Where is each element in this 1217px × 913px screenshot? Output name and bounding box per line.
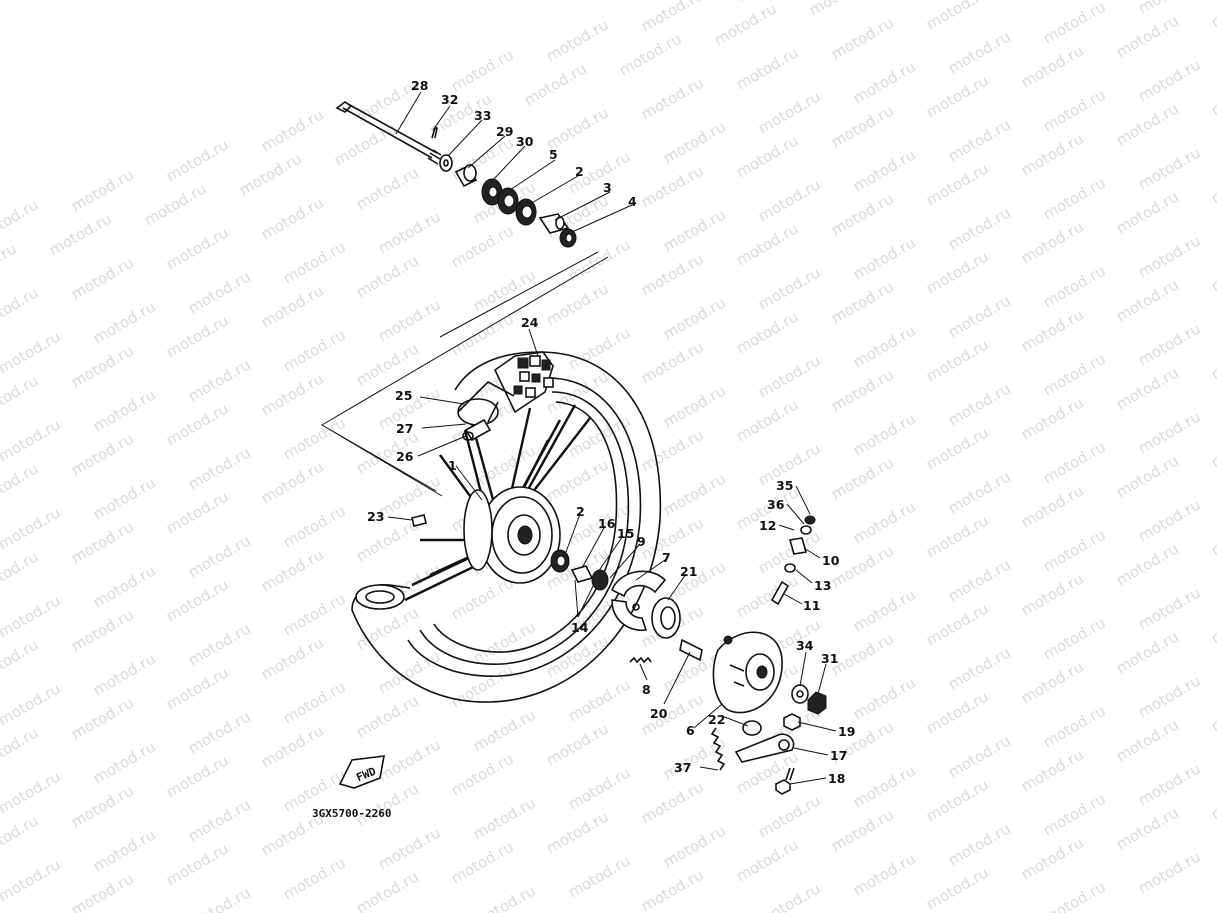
lever-bolt [775, 767, 795, 795]
part-label-18: 18 [828, 771, 845, 786]
part-label-10: 10 [822, 553, 840, 568]
brake-panel [712, 631, 783, 714]
part-label-19: 19 [838, 724, 855, 739]
part-label-11: 11 [803, 598, 820, 613]
panel-nut [807, 691, 827, 715]
rim-plate-cluster [513, 355, 554, 398]
part-label-8: 8 [642, 682, 651, 697]
part-label-7: 7 [662, 550, 671, 565]
panel-washer [791, 684, 809, 704]
cotter-pin [431, 127, 438, 139]
part-label-25: 25 [395, 388, 412, 403]
part-label-23: 23 [367, 509, 384, 524]
shoe-spring [629, 656, 652, 664]
collar [454, 164, 478, 188]
part-label-35: 35 [776, 478, 793, 493]
assembly-bracket [321, 251, 609, 497]
part-label-34: 34 [796, 638, 814, 653]
part-label-36: 36 [767, 497, 785, 512]
part-label-37: 37 [674, 760, 691, 775]
spoke-nipple [411, 514, 427, 527]
brake-shoes [610, 570, 667, 631]
wheel-assembly [351, 351, 662, 703]
axle-shaft [335, 101, 442, 165]
tire [351, 351, 662, 703]
part-label-13: 13 [814, 578, 831, 593]
part-label-16: 16 [598, 516, 616, 531]
part-label-33: 33 [474, 108, 491, 123]
part-label-12: 12 [759, 518, 776, 533]
part-label-30: 30 [516, 134, 534, 149]
part-label-28: 28 [411, 78, 428, 93]
diagram-code: 3GX5700-2260 [312, 807, 391, 820]
inner-tube [457, 351, 554, 442]
wheel-hub [463, 486, 561, 584]
part-label-22: 22 [708, 712, 725, 727]
brake-assembly [550, 515, 827, 795]
cam-lever [734, 733, 795, 763]
part-label-26: 26 [396, 449, 414, 464]
part-label-2-right: 2 [576, 504, 585, 519]
oil-seal [481, 178, 503, 206]
cable-adjuster-stack [770, 515, 816, 606]
part-label-29: 29 [496, 124, 513, 139]
leader-lines [387, 91, 837, 785]
part-label-24: 24 [521, 315, 539, 330]
part-label-20: 20 [650, 706, 668, 721]
part-label-17: 17 [830, 748, 847, 763]
bearing-2 [515, 198, 537, 226]
part-label-9: 9 [637, 534, 646, 549]
part-label-6: 6 [686, 723, 695, 738]
part-label-5: 5 [549, 147, 558, 162]
part-label-2-top: 2 [575, 164, 584, 179]
part-label-4: 4 [628, 194, 637, 209]
part-label-1: 1 [448, 458, 457, 473]
part-label-21: 21 [680, 564, 697, 579]
spacer [538, 213, 570, 234]
part-label-32: 32 [441, 92, 458, 107]
part-label-15: 15 [617, 526, 634, 541]
part-label-31: 31 [821, 651, 838, 666]
part-label-3: 3 [603, 180, 612, 195]
part-label-14: 14 [571, 620, 589, 635]
washer [439, 154, 453, 172]
brake-camshaft [679, 638, 703, 662]
cam-lever-nut [783, 713, 801, 731]
return-spring [710, 727, 726, 771]
forward-arrow: FWD [338, 755, 385, 789]
axle-assembly [335, 101, 577, 248]
bearing [497, 187, 519, 215]
axle-nut [559, 228, 577, 248]
brake-seal [651, 597, 681, 639]
part-label-27: 27 [396, 421, 413, 436]
part-labels: 28 32 33 29 30 5 2 3 4 24 25 27 26 1 23 … [367, 78, 855, 786]
